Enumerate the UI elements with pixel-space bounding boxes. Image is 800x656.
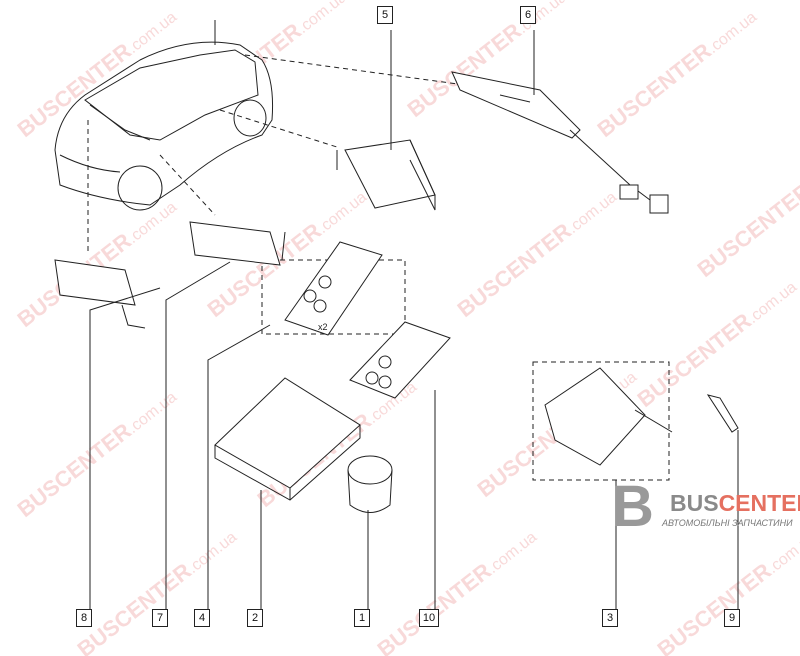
callout-9: 9 [724,609,740,627]
logo-brand: BUSCENTER [670,490,800,516]
part-5-module [336,139,436,211]
part-8-module [54,259,146,329]
part-7-module [189,221,286,266]
part-10-card [349,321,451,399]
part-6-antenna [451,71,669,214]
part-9-key [706,394,739,433]
callout-4: 4 [194,609,210,627]
part-4-card [284,241,383,336]
callout-2: 2 [247,609,263,627]
part-2-reader [214,377,361,501]
quantity-note: x2 [318,322,328,332]
logo-letter: B [612,474,654,539]
callout-10: 10 [419,609,439,627]
car-drawing [54,20,273,211]
part-3-lock [544,367,673,466]
callout-3: 3 [602,609,618,627]
callout-1: 1 [354,609,370,627]
logo-tagline: АВТОМОБІЛЬНІ ЗАПЧАСТИНИ [662,518,793,528]
callout-5: 5 [377,6,393,24]
callout-6: 6 [520,6,536,24]
callout-7: 7 [152,609,168,627]
buscenter-logo: B BUSCENTER АВТОМОБІЛЬНІ ЗАПЧАСТИНИ [612,478,800,538]
callout-8: 8 [76,609,92,627]
part-1-button [347,455,393,513]
